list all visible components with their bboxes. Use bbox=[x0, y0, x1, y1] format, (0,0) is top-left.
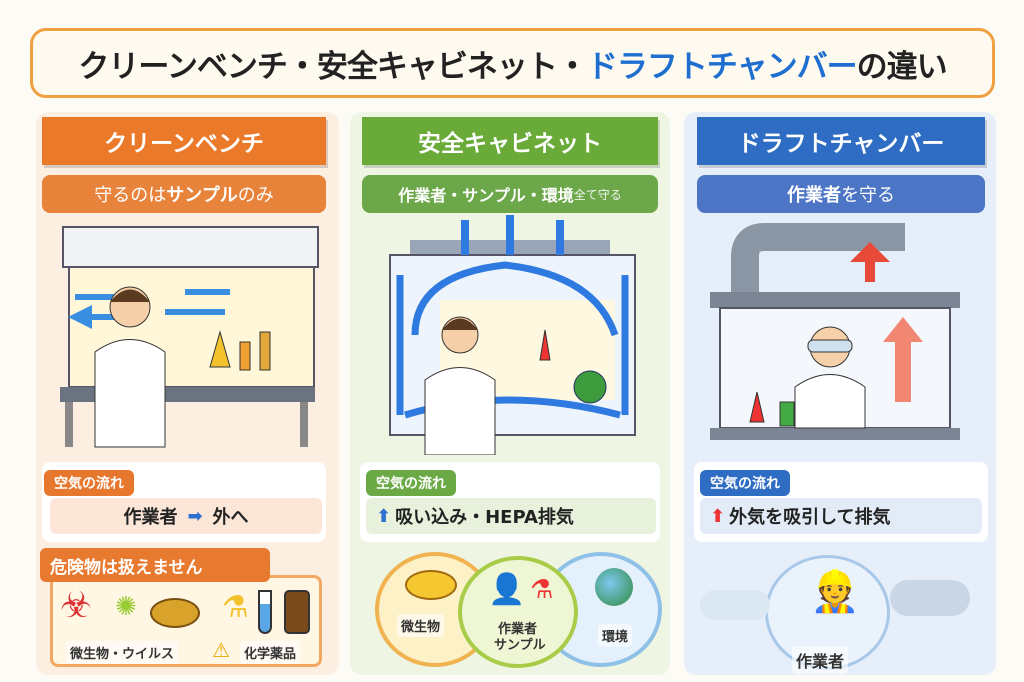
safety-cabinet-illustration bbox=[389, 215, 636, 455]
clean-bench-airflow: 作業者 ➡ 外へ bbox=[50, 498, 322, 534]
subtitle-a: 守るのは bbox=[94, 185, 167, 206]
person-icon: 👤 bbox=[488, 572, 526, 607]
airflow-to: 外へ bbox=[212, 507, 249, 528]
fume-hood-illustration bbox=[710, 223, 960, 440]
title-highlight: ドラフトチャンバー bbox=[586, 48, 858, 85]
page-title: クリーンベンチ・安全キャビネット・ドラフトチャンバーの違い bbox=[30, 28, 995, 98]
clean-bench-subtitle: 守るのはサンプルのみ bbox=[42, 175, 326, 213]
venn-label-environment: 環境 bbox=[598, 624, 633, 647]
arrow-right-icon: ➡ bbox=[187, 505, 203, 527]
worker-icon: 👷 bbox=[810, 569, 860, 615]
arrow-up-icon: ⬆ bbox=[710, 505, 726, 527]
fume-hood-header: ドラフトチャンバー bbox=[697, 117, 985, 165]
subtitle-b: サンプル bbox=[166, 185, 238, 206]
airflow-text: 外気を吸引して排気 bbox=[729, 507, 891, 528]
clean-bench-header: クリーンベンチ bbox=[42, 117, 326, 165]
clean-bench-illustration bbox=[60, 226, 319, 448]
airflow-tag: 空気の流れ bbox=[700, 470, 790, 496]
virus-icon: ✺ bbox=[115, 592, 137, 622]
cloud-icon bbox=[700, 590, 770, 620]
safety-cabinet-subtitle: 作業者・サンプル・環境全て守る bbox=[362, 175, 658, 213]
bottle-icon bbox=[284, 590, 310, 634]
arrow-up-icon: ⬆ bbox=[376, 505, 392, 527]
venn-label-microbes: 微生物 bbox=[397, 614, 445, 637]
cloud-icon bbox=[890, 580, 970, 616]
globe-icon bbox=[595, 568, 633, 606]
danger-label-chemicals: 化学薬品 bbox=[240, 641, 301, 664]
biohazard-icon: ☣ bbox=[60, 585, 93, 626]
worker-label: 作業者 bbox=[792, 646, 849, 674]
petri-dish-icon bbox=[405, 570, 457, 600]
danger-label-microbes: 微生物・ウイルス bbox=[66, 641, 179, 664]
flask-icon: ⚗ bbox=[530, 575, 554, 605]
danger-tag: 危険物は扱えません bbox=[40, 548, 270, 582]
safety-cabinet-header: 安全キャビネット bbox=[362, 117, 658, 165]
test-tube-icon bbox=[258, 590, 272, 634]
flask-icon: ⚗ bbox=[222, 590, 249, 625]
venn-label-worker: 作業者 bbox=[498, 622, 538, 637]
fume-hood-subtitle: 作業者を守る bbox=[697, 175, 985, 213]
safety-cabinet-airflow: ⬆吸い込み・HEPA排気 bbox=[366, 498, 656, 534]
subtitle-b: を守る bbox=[841, 185, 895, 206]
fume-hood-airflow: ⬆外気を吸引して排気 bbox=[700, 498, 982, 534]
venn-label-sample: サンプル bbox=[494, 638, 546, 653]
subtitle-small: 全て守る bbox=[573, 187, 622, 202]
airflow-from: 作業者 bbox=[123, 507, 178, 528]
airflow-tag: 空気の流れ bbox=[366, 470, 456, 496]
venn-worker-sample bbox=[458, 556, 578, 668]
title-part3: の違い bbox=[856, 48, 948, 85]
subtitle-c: のみ bbox=[237, 185, 274, 206]
warning-icon: ⚠ bbox=[212, 638, 230, 662]
airflow-text: 吸い込み・HEPA排気 bbox=[395, 507, 574, 528]
airflow-tag: 空気の流れ bbox=[44, 470, 134, 496]
bacteria-icon bbox=[150, 598, 200, 628]
title-part1: クリーンベンチ・安全キャビネット・ bbox=[78, 48, 587, 85]
subtitle-a: 作業者・サンプル・環境 bbox=[398, 186, 574, 205]
subtitle-a: 作業者 bbox=[787, 185, 841, 206]
